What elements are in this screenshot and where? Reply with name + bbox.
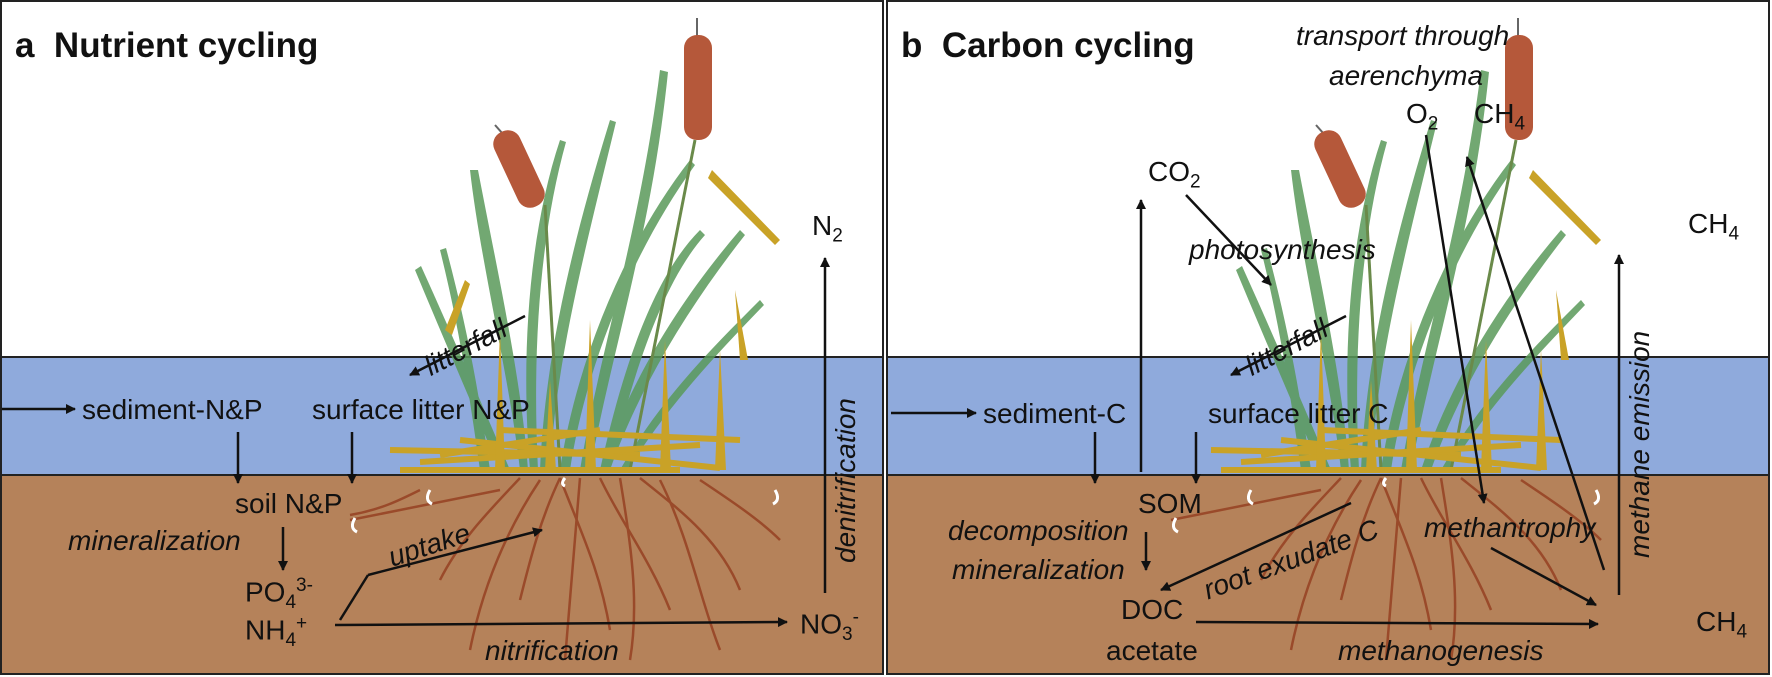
panel-carbon-cycling: b Carbon cycling transport through aeren… — [886, 0, 1770, 675]
label-ch4-right: CH4 — [1688, 208, 1740, 245]
panel-a-title: a Nutrient cycling — [15, 28, 318, 63]
label-ch4-top: CH4 — [1474, 98, 1526, 135]
label-mineralization-b: mineralization — [952, 554, 1125, 585]
label-mineralization-a: mineralization — [68, 525, 241, 556]
cattail-plant-b — [1170, 18, 1602, 661]
panel-a-title-text: Nutrient cycling — [53, 26, 319, 65]
label-photosynthesis: photosynthesis — [1189, 234, 1376, 265]
label-transport-line1: transport through — [1296, 20, 1510, 51]
panel-a-drawing — [0, 0, 884, 675]
panel-a-frame — [0, 0, 884, 675]
label-methanogenesis: methanogenesis — [1338, 635, 1544, 666]
label-soil-np: soil N&P — [235, 488, 343, 519]
label-ch4-bottom: CH4 — [1696, 606, 1748, 643]
arrow-photosynthesis — [1185, 194, 1272, 286]
label-acetate: acetate — [1106, 635, 1198, 666]
cattail-plant — [349, 18, 781, 661]
arrow-methanogenesis — [1195, 618, 1599, 629]
panel-b-frame — [886, 0, 1770, 675]
air-region — [0, 0, 884, 357]
label-denitrification: denitrification — [830, 398, 861, 563]
arrow-methantrophy-to-ch4 — [1490, 546, 1597, 607]
panel-b-title-text: Carbon cycling — [941, 26, 1195, 65]
label-decomposition: decomposition — [948, 515, 1129, 546]
label-sediment-c: sediment-C — [983, 398, 1127, 429]
panel-b-title: b Carbon cycling — [901, 28, 1195, 63]
arrow-root-exudate — [1160, 501, 1352, 592]
arrow-nitrification — [334, 617, 788, 628]
soil-layer-b — [886, 475, 1770, 675]
label-methane-emission: methane emission — [1624, 330, 1655, 558]
label-co2: CO2 — [1148, 156, 1201, 193]
label-sediment-np: sediment-N&P — [82, 394, 263, 425]
label-no3: NO3- — [800, 607, 859, 645]
panel-b-letter: b — [901, 26, 923, 65]
arrow-ch4-transport — [1465, 156, 1606, 571]
label-nitrification: nitrification — [485, 635, 619, 666]
panel-nutrient-cycling: a Nutrient cycling N2 litterfall sedimen… — [0, 0, 884, 675]
arrow-litterfall — [409, 314, 526, 377]
label-som: SOM — [1138, 488, 1202, 519]
uptake-bracket — [338, 574, 370, 621]
label-surface-litter-c: surface litter C — [1208, 398, 1389, 429]
label-o2: O2 — [1406, 98, 1439, 135]
panel-a-letter: a — [15, 26, 35, 65]
label-transport-line2: aerenchyma — [1329, 60, 1484, 91]
label-n2: N2 — [812, 210, 843, 247]
label-po4: PO43- — [245, 575, 313, 613]
arrow-uptake — [367, 527, 543, 577]
label-doc: DOC — [1121, 594, 1184, 625]
panel-b-drawing — [886, 0, 1770, 675]
air-region-b — [886, 0, 1770, 357]
label-nh4: NH4+ — [245, 613, 308, 651]
arrow-o2-transport — [1424, 134, 1488, 504]
label-methantrophy: methantrophy — [1424, 512, 1596, 543]
arrow-litterfall-c — [1230, 314, 1347, 377]
label-surface-litter-np: surface litter N&P — [312, 394, 530, 425]
